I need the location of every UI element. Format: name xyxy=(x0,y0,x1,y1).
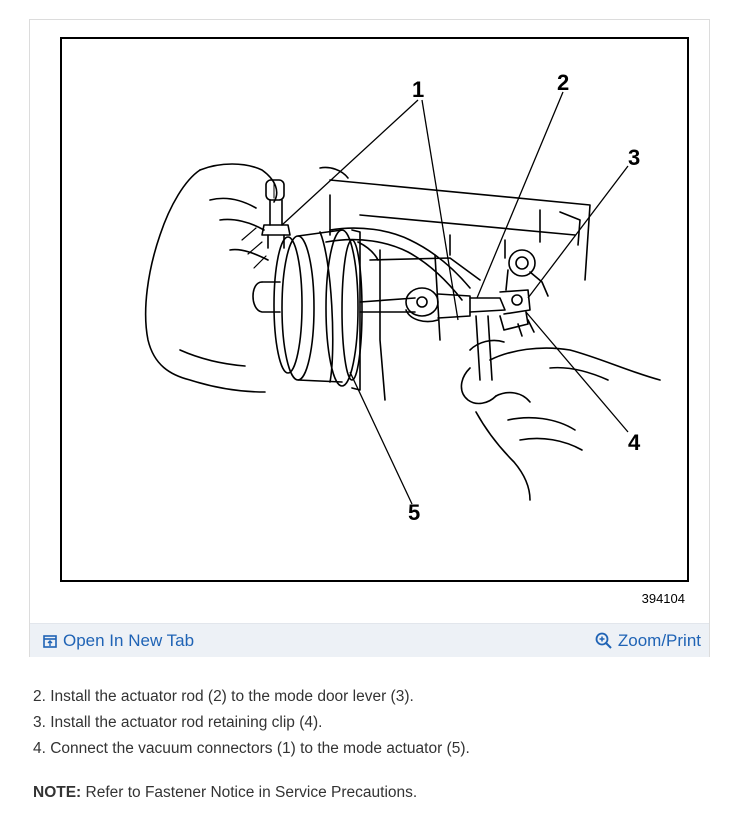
open-in-new-tab-button[interactable]: Open In New Tab xyxy=(43,631,194,651)
line-drawing xyxy=(144,163,661,501)
zoom-print-button[interactable]: Zoom/Print xyxy=(595,631,701,651)
callout-leaders xyxy=(281,91,629,505)
figure-number: 394104 xyxy=(642,591,685,606)
step-item: 4. Connect the vacuum connectors (1) to … xyxy=(33,740,470,757)
callout-1: 1 xyxy=(412,77,424,102)
figure-toolbar: Open In New Tab Zoom/Print xyxy=(30,623,709,657)
note-label: NOTE: xyxy=(33,784,82,801)
open-in-new-tab-label: Open In New Tab xyxy=(63,631,195,650)
callout-2: 2 xyxy=(557,70,569,95)
procedure-steps: 2. Install the actuator rod (2) to the m… xyxy=(33,684,470,762)
step-item: 3. Install the actuator rod retaining cl… xyxy=(33,714,323,731)
figure-card: 1 2 3 4 5 394104 Open In New Tab Zoom/Pr… xyxy=(29,19,710,657)
callout-4: 4 xyxy=(628,430,641,455)
mode-actuator-illustration: 1 2 3 4 5 394104 xyxy=(60,37,689,606)
open-new-tab-icon xyxy=(43,634,57,648)
illustration-frame xyxy=(60,37,689,582)
note-paragraph: NOTE: Refer to Fastener Notice in Servic… xyxy=(33,784,417,802)
note-text: Refer to Fastener Notice in Service Prec… xyxy=(81,784,418,801)
zoom-in-icon xyxy=(595,632,612,649)
zoom-print-label: Zoom/Print xyxy=(617,631,701,650)
callout-3: 3 xyxy=(628,145,640,170)
step-item: 2. Install the actuator rod (2) to the m… xyxy=(33,688,414,705)
callout-5: 5 xyxy=(408,500,420,525)
